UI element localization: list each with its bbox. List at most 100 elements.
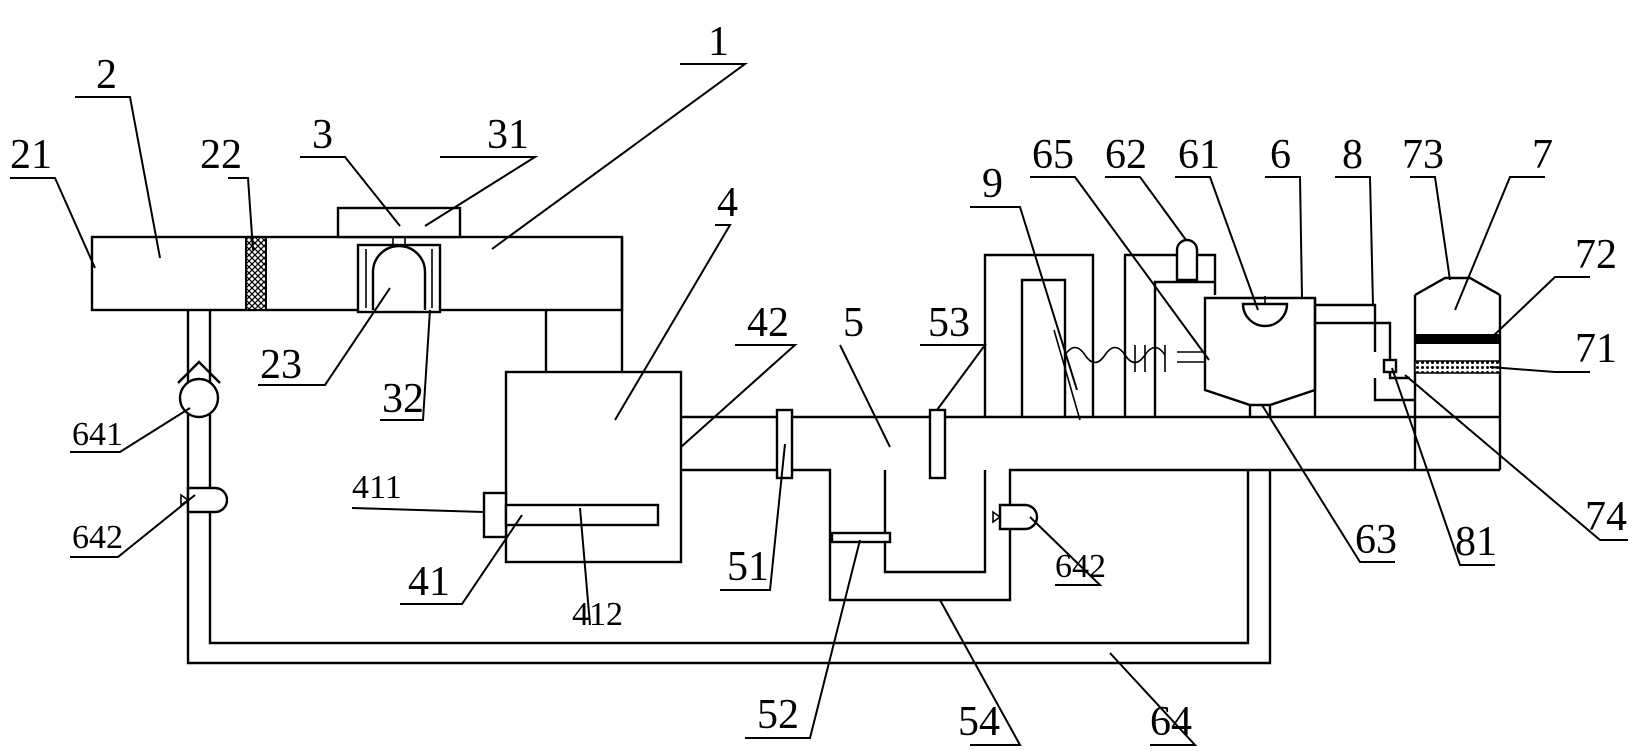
label-42: 42 (747, 300, 789, 346)
lamp-23 (371, 244, 427, 310)
nozzle-642-left-body (186, 486, 229, 514)
label-23: 23 (260, 342, 302, 388)
tower-7 (1413, 276, 1502, 470)
leader-lines (10, 63, 1628, 746)
label-411: 411 (352, 469, 402, 506)
label-64: 64 (1150, 699, 1192, 745)
unit-65-outer (1123, 253, 1217, 417)
leader-9 (970, 206, 1078, 391)
tank-4 (482, 370, 683, 564)
tank-6 (1203, 296, 1317, 417)
leader-73 (1410, 176, 1451, 281)
leader-642-left (70, 494, 196, 558)
leader-1 (491, 63, 749, 250)
unit-3 (336, 206, 462, 314)
baffles (1134, 345, 1166, 372)
label-61: 61 (1178, 132, 1220, 178)
label-6: 6 (1270, 132, 1291, 178)
leader-71 (1489, 366, 1590, 373)
unit-31-cap (336, 206, 462, 239)
leader-22 (228, 177, 254, 251)
label-74: 74 (1585, 494, 1627, 540)
label-32: 32 (382, 376, 424, 422)
label-412: 412 (572, 596, 623, 633)
sensor-81 (1382, 358, 1398, 374)
leader-23 (258, 287, 391, 386)
leader-65 (1030, 176, 1210, 361)
label-8: 8 (1342, 132, 1363, 178)
port-65 (1177, 351, 1206, 363)
valve-641-top (177, 360, 221, 384)
pipe-bottom-wall (681, 468, 1500, 602)
label-62: 62 (1105, 132, 1147, 178)
label-21: 21 (10, 132, 52, 178)
leader-3 (300, 156, 401, 227)
leader-2 (75, 96, 161, 259)
leader-4 (614, 224, 732, 421)
leader-51 (720, 443, 786, 591)
label-9: 9 (982, 161, 1003, 207)
unit-8-inner (1315, 321, 1410, 380)
filter-screen-22 (245, 236, 267, 311)
leader-64 (1109, 652, 1198, 746)
flange-53 (928, 408, 947, 480)
leader-6 (1265, 176, 1303, 299)
layer-71 (1414, 360, 1501, 374)
leader-53 (920, 344, 987, 411)
label-63: 63 (1355, 517, 1397, 563)
leader-411 (351, 507, 485, 513)
label-642-right: 642 (1055, 548, 1106, 585)
label-5: 5 (843, 300, 864, 346)
label-81: 81 (1455, 519, 1497, 565)
leader-641 (70, 407, 191, 453)
leader-61 (1175, 176, 1259, 311)
label-52: 52 (757, 692, 799, 738)
label-3: 3 (312, 112, 333, 158)
leader-21 (10, 177, 96, 269)
leader-7 (1454, 176, 1545, 311)
leader-412 (579, 507, 591, 626)
unit-8 (1313, 298, 1415, 417)
leader-81 (1391, 367, 1495, 566)
unit-3-stem (392, 237, 406, 245)
dish-61 (1241, 302, 1289, 328)
hopper-63-neck (1248, 405, 1272, 417)
label-4: 4 (717, 180, 738, 226)
valve-62 (1175, 238, 1199, 282)
unit-65 (1123, 238, 1217, 417)
label-41: 41 (408, 559, 450, 605)
unit-9-outer (983, 253, 1095, 417)
unit-8-top (1315, 303, 1377, 352)
label-65: 65 (1032, 132, 1074, 178)
label-642-left: 642 (72, 519, 123, 556)
divider-line (1053, 329, 1081, 421)
sump-54-inner (883, 470, 987, 574)
label-7: 7 (1532, 132, 1553, 178)
label-54: 54 (958, 699, 1000, 745)
label-71: 71 (1575, 326, 1617, 372)
leader-42 (680, 344, 798, 448)
nozzle-642-right-tip (992, 510, 1002, 524)
label-73: 73 (1402, 132, 1444, 178)
tank-4-body (504, 370, 683, 564)
label-31: 31 (487, 112, 529, 158)
leader-642-right (1029, 516, 1103, 586)
nozzle-642-right-body (998, 503, 1039, 531)
leader-31 (424, 156, 539, 227)
leader-52 (745, 539, 861, 739)
leader-72 (1489, 276, 1590, 340)
inlet-411 (482, 491, 508, 539)
return-pipe-64 (186, 310, 1272, 665)
leader-5 (839, 344, 891, 448)
label-2: 2 (96, 52, 117, 98)
unit-8-lower (1373, 378, 1415, 402)
spring-coil (1064, 346, 1166, 364)
leader-32 (380, 309, 431, 421)
return-pipe-inner (208, 310, 1250, 645)
label-1: 1 (708, 19, 729, 65)
label-641: 641 (72, 416, 123, 453)
unit-9 (983, 253, 1166, 421)
labels: 2 21 22 23 3 31 32 1 4 411 41 412 42 5 5… (10, 19, 1627, 745)
leader-63 (1261, 404, 1395, 563)
